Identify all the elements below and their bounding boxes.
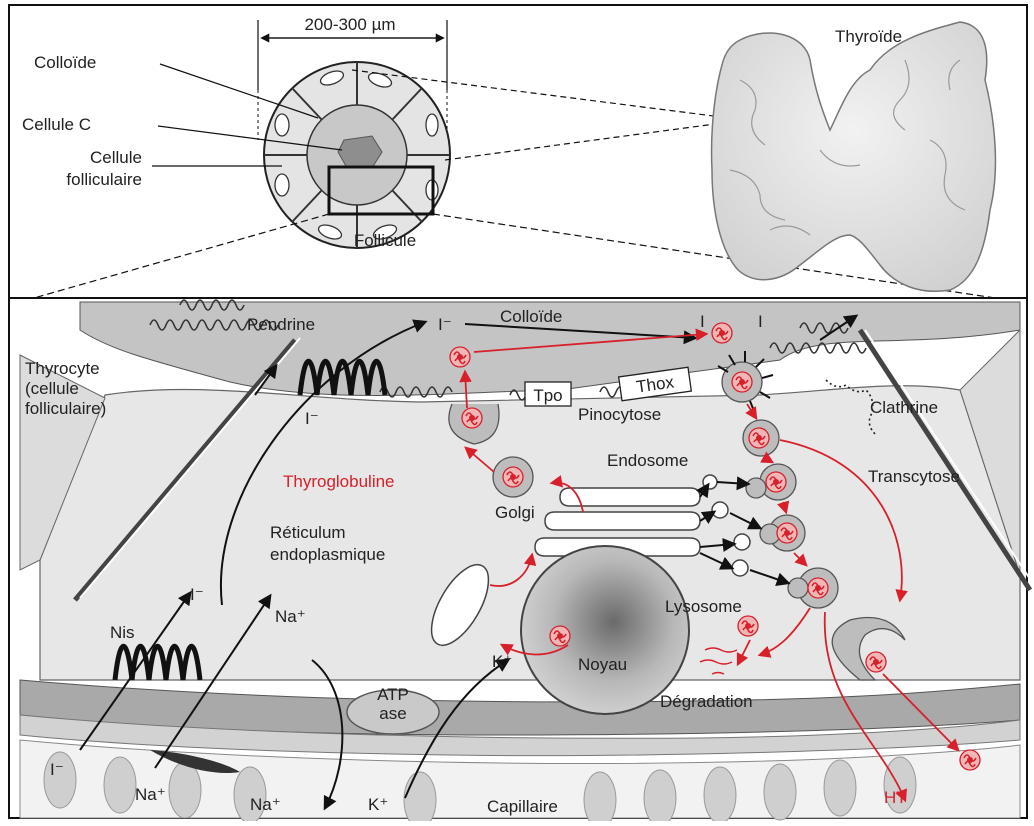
atpase-label-1: ATP (377, 685, 409, 704)
follicle-illustration (264, 62, 450, 248)
sodium-cytoplasm-label: Na⁺ (275, 607, 306, 626)
thyroglobuline-label: Thyroglobuline (283, 472, 395, 491)
thyrocyte-panel: Tpo Thox (9, 298, 1034, 821)
noyau-label: Noyau (578, 655, 627, 674)
follicule-label: Follicule (354, 231, 416, 250)
colloide-lumen-label: Colloïde (500, 307, 562, 326)
reticulum-label-2: endoplasmique (270, 545, 385, 564)
potassium-blood-label: K⁺ (368, 795, 388, 814)
scale-label: 200-300 µm (304, 15, 395, 34)
cellule-folliculaire-label-2: folliculaire (66, 170, 142, 189)
thyroide-label: Thyroïde (835, 27, 902, 46)
iodine-label-2: I (758, 312, 763, 331)
iodide-cytoplasm-label: I⁻ (305, 409, 319, 428)
lysosome-label: Lysosome (665, 597, 742, 616)
iodide-blood-label: I⁻ (50, 760, 64, 779)
thyrocyte-label-2: (cellule (25, 379, 79, 398)
ht-label: HT (884, 788, 907, 807)
cellule-c-label: Cellule C (22, 115, 91, 134)
pendrine-label: Pendrine (247, 315, 315, 334)
endosome-label: Endosome (607, 451, 688, 470)
pinocytose-label: Pinocytose (578, 405, 661, 424)
iodide-nis-label: I⁻ (190, 585, 204, 604)
degradation-label: Dégradation (660, 692, 753, 711)
sodium-blood-label: Na⁺ (135, 785, 166, 804)
transcytose-label: Transcytose (868, 467, 960, 486)
atpase-label-2: ase (379, 704, 406, 723)
golgi-label: Golgi (495, 503, 535, 522)
reticulum-label-1: Réticulum (270, 523, 346, 542)
thyrocyte-label-3: folliculaire) (25, 399, 106, 418)
colloide-label: Colloïde (34, 53, 96, 72)
clathrine-label: Clathrine (870, 398, 938, 417)
potassium-cytoplasm-label: K⁺ (492, 652, 512, 671)
tpo-label: Tpo (533, 386, 562, 405)
capillaire-label: Capillaire (487, 797, 558, 816)
thyrocyte-label-1: Thyrocyte (25, 359, 100, 378)
sodium-out-label: Na⁺ (250, 795, 281, 814)
nis-label: Nis (110, 623, 135, 642)
iodide-apical-label: I⁻ (438, 315, 452, 334)
cellule-folliculaire-label-1: Cellule (90, 148, 142, 167)
iodine-label-1: I (700, 312, 705, 331)
